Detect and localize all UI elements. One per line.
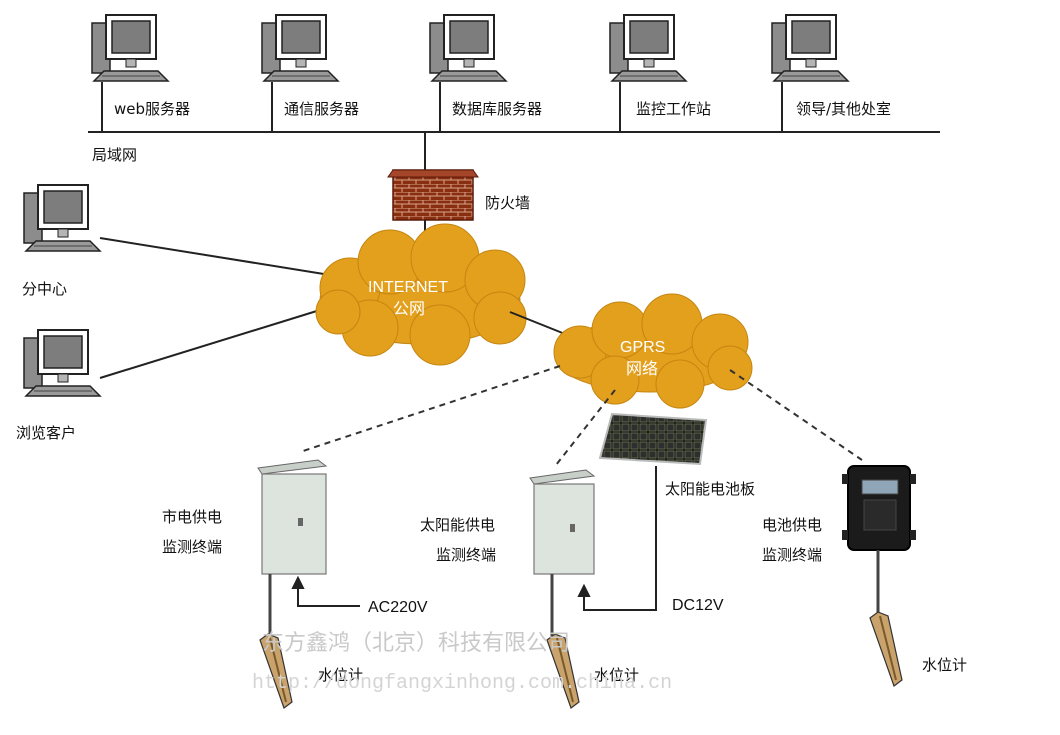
gprs-label: GPRS — [620, 339, 665, 356]
client-label: 浏览客户 — [16, 424, 76, 442]
server-label: 数据库服务器 — [452, 100, 542, 118]
computer-icon — [771, 14, 849, 82]
server-label: 监控工作站 — [636, 100, 711, 118]
solar-power-line — [577, 466, 657, 611]
watermark-company: 东方鑫鸿（北京）科技有限公司 — [262, 631, 570, 656]
mains-terminal-cabinet — [257, 459, 328, 575]
computer-icon — [429, 14, 507, 82]
internet-sublabel: 公网 — [393, 301, 425, 318]
computer-icon — [609, 14, 687, 82]
terminal-label: 太阳能供电 — [420, 516, 495, 534]
terminal-label: 市电供电 — [162, 508, 222, 526]
terminal-label: 监测终端 — [436, 546, 496, 564]
water-level-sensor — [259, 633, 293, 709]
server-label: 领导/其他处室 — [796, 100, 891, 118]
panel-label: 太阳能电池板 — [665, 480, 755, 498]
mains-power-line — [291, 575, 360, 607]
server-monitor: 监控工作站 — [609, 14, 711, 132]
server-database: 数据库服务器 — [429, 14, 542, 132]
water-level-sensor — [869, 611, 903, 687]
solar-terminal-cabinet — [529, 469, 596, 575]
gprs-sublabel: 网络 — [626, 359, 658, 378]
terminal-label: 监测终端 — [762, 546, 822, 564]
gprs-cloud — [553, 293, 753, 409]
computer-icon — [261, 14, 339, 82]
computer-icon — [23, 329, 101, 397]
client-subcenter — [23, 184, 101, 252]
server-web: web服务器 — [91, 14, 190, 132]
computer-icon — [23, 184, 101, 252]
internet-cloud — [315, 223, 527, 366]
firewall-label: 防火墙 — [485, 194, 530, 212]
battery-terminal — [842, 465, 916, 551]
solar-panel — [598, 412, 708, 466]
server-label: 通信服务器 — [284, 100, 359, 118]
internet-label: INTERNET — [368, 279, 448, 296]
water-level-sensor — [546, 633, 580, 709]
server-leaders: 领导/其他处室 — [771, 14, 891, 132]
sensor-label: 水位计 — [922, 656, 967, 674]
terminal-label: 监测终端 — [162, 538, 222, 556]
sensor-label: 水位计 — [318, 666, 363, 684]
terminal-label: 电池供电 — [762, 516, 822, 534]
client-label: 分中心 — [22, 280, 67, 298]
firewall — [387, 169, 479, 221]
watermark-url: http://dongfangxinhong.com.china.cn — [252, 672, 672, 695]
lan-label: 局域网 — [92, 146, 137, 164]
power-label: DC12V — [672, 597, 724, 614]
computer-icon — [91, 14, 169, 82]
power-label: AC220V — [368, 599, 428, 616]
server-comm: 通信服务器 — [261, 14, 359, 132]
sensor-label: 水位计 — [594, 666, 639, 684]
wireless-links — [299, 365, 863, 466]
client-browser — [23, 329, 101, 397]
server-label: web服务器 — [114, 100, 190, 118]
